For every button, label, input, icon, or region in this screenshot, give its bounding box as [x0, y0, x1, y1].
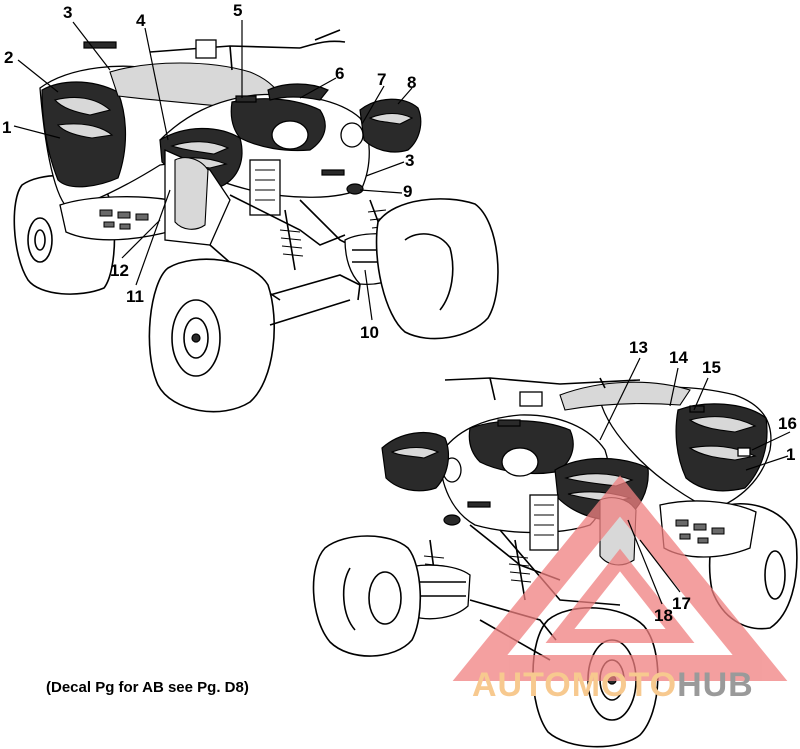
callout-c14: 14	[669, 348, 688, 367]
callout-c9: 9	[403, 182, 412, 201]
callout-c10: 10	[360, 323, 379, 342]
callout-c17: 17	[672, 594, 691, 613]
watermark-text-part2: HUB	[677, 666, 754, 704]
callout-c6: 6	[335, 64, 344, 83]
atv-top-front-right-fender-decal	[359, 98, 422, 153]
callout-c11: 11	[126, 287, 144, 306]
watermark-text-part1: AUTOMOTO	[472, 666, 678, 704]
callout-c18: 18	[654, 606, 673, 625]
atv-bottom-front-left-fender-decal	[381, 431, 449, 492]
callout-c15: 15	[702, 358, 721, 377]
callout-c5: 5	[233, 1, 242, 20]
watermark-triangle	[452, 475, 788, 681]
callout-c12: 12	[110, 261, 129, 280]
atv-bottom-illustration	[312, 377, 798, 748]
callout-c2: 2	[4, 48, 13, 67]
callout-c16: 16	[778, 414, 797, 433]
callout-c13: 13	[629, 338, 648, 357]
callout-c3b: 3	[405, 151, 414, 170]
atv-top-illustration	[13, 29, 499, 413]
callout-c8: 8	[407, 73, 416, 92]
callout-c4: 4	[136, 11, 146, 30]
callout-c1b: 1	[786, 445, 795, 464]
callout-c1a: 1	[2, 118, 11, 137]
watermark-text: AUTOMOTOHUB	[472, 666, 754, 705]
atv-bottom-front-left-tire	[312, 535, 422, 657]
decal-reference-note: (Decal Pg for AB see Pg. D8)	[46, 679, 249, 696]
atv-top-seat-label	[83, 41, 117, 49]
callout-c3a: 3	[63, 3, 72, 22]
atv-top-front-left-tire	[148, 258, 276, 413]
callout-c7: 7	[377, 70, 386, 89]
leader-lines	[13, 20, 791, 605]
atv-top-front-right-tire	[375, 198, 499, 340]
